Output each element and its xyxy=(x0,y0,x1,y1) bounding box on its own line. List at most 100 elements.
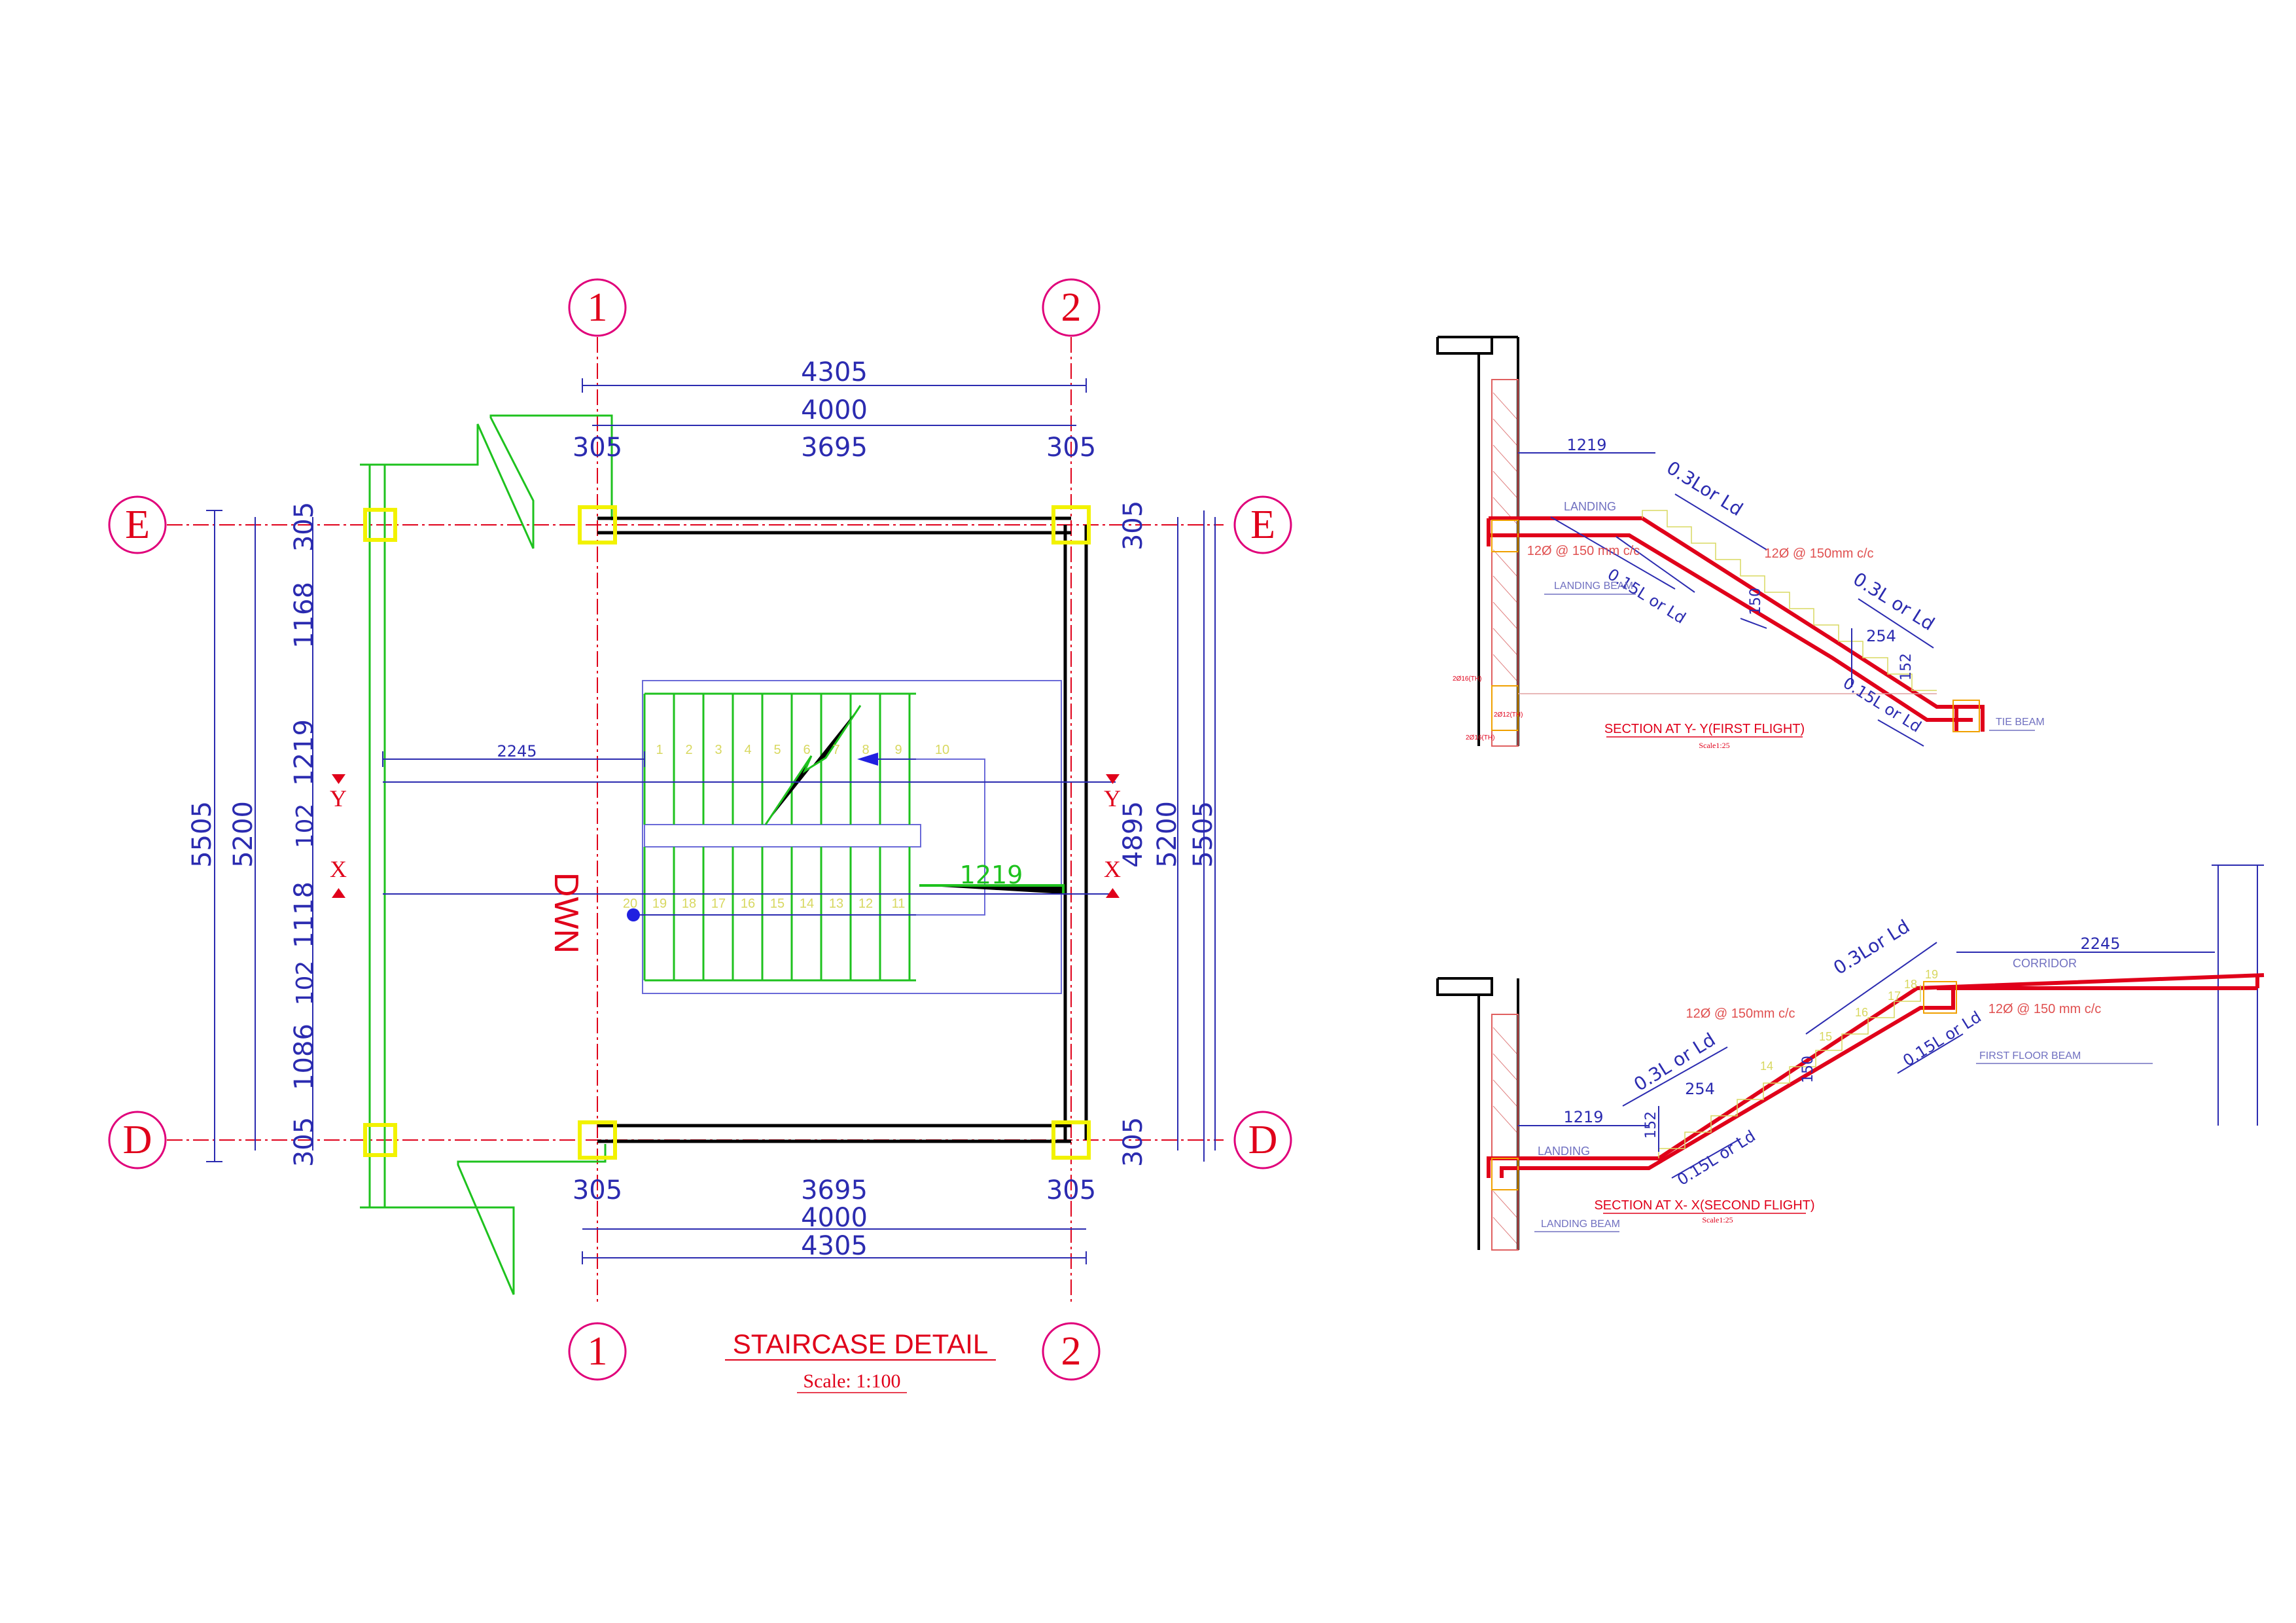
step-number: 4 xyxy=(744,743,751,757)
sec-y-tiny-1: 2Ø16(TH) xyxy=(1453,675,1481,683)
sec-x-step: 16 xyxy=(1855,1006,1868,1019)
top-dim-305-left: 305 xyxy=(573,433,622,463)
sec-y-landing-beam: LANDING BEAM xyxy=(1554,580,1633,592)
step-number: 20 xyxy=(623,897,637,911)
step-number: 2 xyxy=(685,743,692,757)
sec-x-scale: Scale1:25 xyxy=(1702,1215,1733,1224)
sec-x-step: 15 xyxy=(1819,1030,1832,1043)
sec-x-thk: 150 xyxy=(1800,1056,1816,1083)
section-markers xyxy=(332,774,1120,898)
bottom-dim-4305: 4305 xyxy=(801,1231,868,1261)
sec-x-landing: LANDING xyxy=(1538,1145,1590,1158)
sec-x-step: 19 xyxy=(1925,968,1938,981)
step-number: 9 xyxy=(894,743,902,757)
sec-x-riser: 152 xyxy=(1643,1111,1659,1139)
step-number: 11 xyxy=(892,897,906,911)
sec-y-dim-1219: 1219 xyxy=(1566,436,1606,454)
step-number: 7 xyxy=(832,743,839,757)
grid-label-d-left: D xyxy=(123,1118,152,1162)
grid-label-d-right: D xyxy=(1248,1118,1278,1162)
step-number: 3 xyxy=(715,743,722,757)
step-number: 1 xyxy=(656,743,663,757)
sec-x-ld-3: 0.15L or Ld xyxy=(1674,1127,1759,1189)
dim-2245: 2245 xyxy=(497,742,537,760)
bottom-dim-305-right: 305 xyxy=(1046,1175,1096,1205)
right-dimension-lines xyxy=(1177,510,1216,1162)
bottom-dim-4000: 4000 xyxy=(801,1203,868,1233)
grid-label-e-right: E xyxy=(1250,503,1275,547)
grid-label-2-top: 2 xyxy=(1061,285,1082,330)
stair-treads xyxy=(643,692,1065,982)
bottom-dim-305-left: 305 xyxy=(573,1175,622,1205)
columns xyxy=(363,505,1091,1160)
section-mark-x-right: X xyxy=(1104,856,1121,882)
corridor-wall xyxy=(360,414,613,1295)
sec-y-title: SECTION AT Y- Y(FIRST FLIGHT) xyxy=(1604,722,1805,736)
step-number: 13 xyxy=(829,897,843,911)
sec-y-tread: 254 xyxy=(1866,627,1896,645)
sec-y-riser: 152 xyxy=(1898,653,1915,681)
sec-x-rebar-2: 12Ø @ 150 mm c/c xyxy=(1988,1002,2102,1016)
staircase-plan: Y Y X X 1 2 3 4 5 6 7 8 9 10 20 19 18 17… xyxy=(108,278,1292,1393)
sec-x-corridor: CORRIDOR xyxy=(2013,957,2077,970)
section-mark-x-left: X xyxy=(330,856,347,882)
left-dim-1086: 1086 xyxy=(289,1024,319,1090)
sec-x-ld-1: 0.3Lor Ld xyxy=(1829,916,1913,979)
step-number: 10 xyxy=(935,743,949,757)
dim-1219-landing: 1219 xyxy=(960,861,1023,889)
left-dim-5505: 5505 xyxy=(187,801,217,868)
grid-label-1-top: 1 xyxy=(588,285,608,330)
grid-label-2-bottom: 2 xyxy=(1061,1329,1082,1374)
sec-x-dim-1219: 1219 xyxy=(1563,1108,1603,1126)
grid-label-1-bottom: 1 xyxy=(588,1329,608,1374)
sec-y-thk: 150 xyxy=(1748,588,1764,615)
left-dim-1168: 1168 xyxy=(289,582,319,649)
left-dim-305-top: 305 xyxy=(289,502,319,552)
bottom-dimension-lines xyxy=(582,1228,1087,1264)
top-dim-4305: 4305 xyxy=(801,357,868,387)
sec-x-step: 17 xyxy=(1888,990,1901,1003)
step-number: 16 xyxy=(741,897,755,911)
bottom-dim-3695: 3695 xyxy=(801,1175,868,1205)
stair-outline xyxy=(642,680,1063,994)
grid-label-e-left: E xyxy=(125,503,150,547)
sec-y-rebar-1: 12Ø @ 150 mm c/c xyxy=(1527,544,1640,558)
step-number: 15 xyxy=(770,897,785,911)
step-number: 17 xyxy=(711,897,726,911)
left-dim-5200: 5200 xyxy=(228,801,258,868)
sec-x-dim-2245: 2245 xyxy=(2080,935,2120,953)
left-dim-305-bottom: 305 xyxy=(289,1117,319,1167)
sec-y-ld-3: 0.15L or Ld xyxy=(1604,565,1689,627)
right-dim-305-top: 305 xyxy=(1118,501,1148,550)
right-dim-4895: 4895 xyxy=(1118,801,1148,868)
step-number: 18 xyxy=(682,897,696,911)
sec-x-ld-4: 0.15L or Ld xyxy=(1899,1008,1985,1070)
direction-label: DWN xyxy=(547,872,585,954)
sec-x-first-floor-beam: FIRST FLOOR BEAM xyxy=(1979,1050,2081,1061)
section-x-x: 1219 2245 0.3Lor Ld 0.3L or Ld 0.15L or … xyxy=(1436,865,2265,1251)
sec-x-step: 14 xyxy=(1760,1060,1773,1073)
step-number: 19 xyxy=(652,897,667,911)
sec-y-rebar-2: 12Ø @ 150mm c/c xyxy=(1764,546,1873,561)
left-dim-102-a: 102 xyxy=(292,804,319,849)
sec-y-scale: Scale1:25 xyxy=(1699,741,1729,750)
left-dim-102-b: 102 xyxy=(292,961,319,1006)
plan-scale: Scale: 1:100 xyxy=(803,1370,900,1392)
sec-y-ld-1: 0.3Lor Ld xyxy=(1663,457,1746,520)
right-dim-5505: 5505 xyxy=(1188,801,1218,868)
sec-y-tiny-3: 2Ø16(TH) xyxy=(1466,734,1494,741)
sec-x-tread: 254 xyxy=(1685,1080,1715,1098)
top-dim-305-right: 305 xyxy=(1046,433,1096,463)
left-dim-1219: 1219 xyxy=(289,719,319,786)
right-dim-5200: 5200 xyxy=(1152,801,1182,868)
plan-title: STAIRCASE DETAIL xyxy=(733,1329,989,1359)
section-cut-lines xyxy=(382,751,1116,895)
top-dimension-lines xyxy=(582,378,1087,426)
step-number: 8 xyxy=(862,743,869,757)
sec-x-landing-beam: LANDING BEAM xyxy=(1541,1219,1620,1230)
step-number: 6 xyxy=(803,743,810,757)
grid-bubbles xyxy=(108,278,1292,1381)
right-dim-305-bottom: 305 xyxy=(1118,1117,1148,1167)
section-mark-y-left: Y xyxy=(330,785,347,812)
